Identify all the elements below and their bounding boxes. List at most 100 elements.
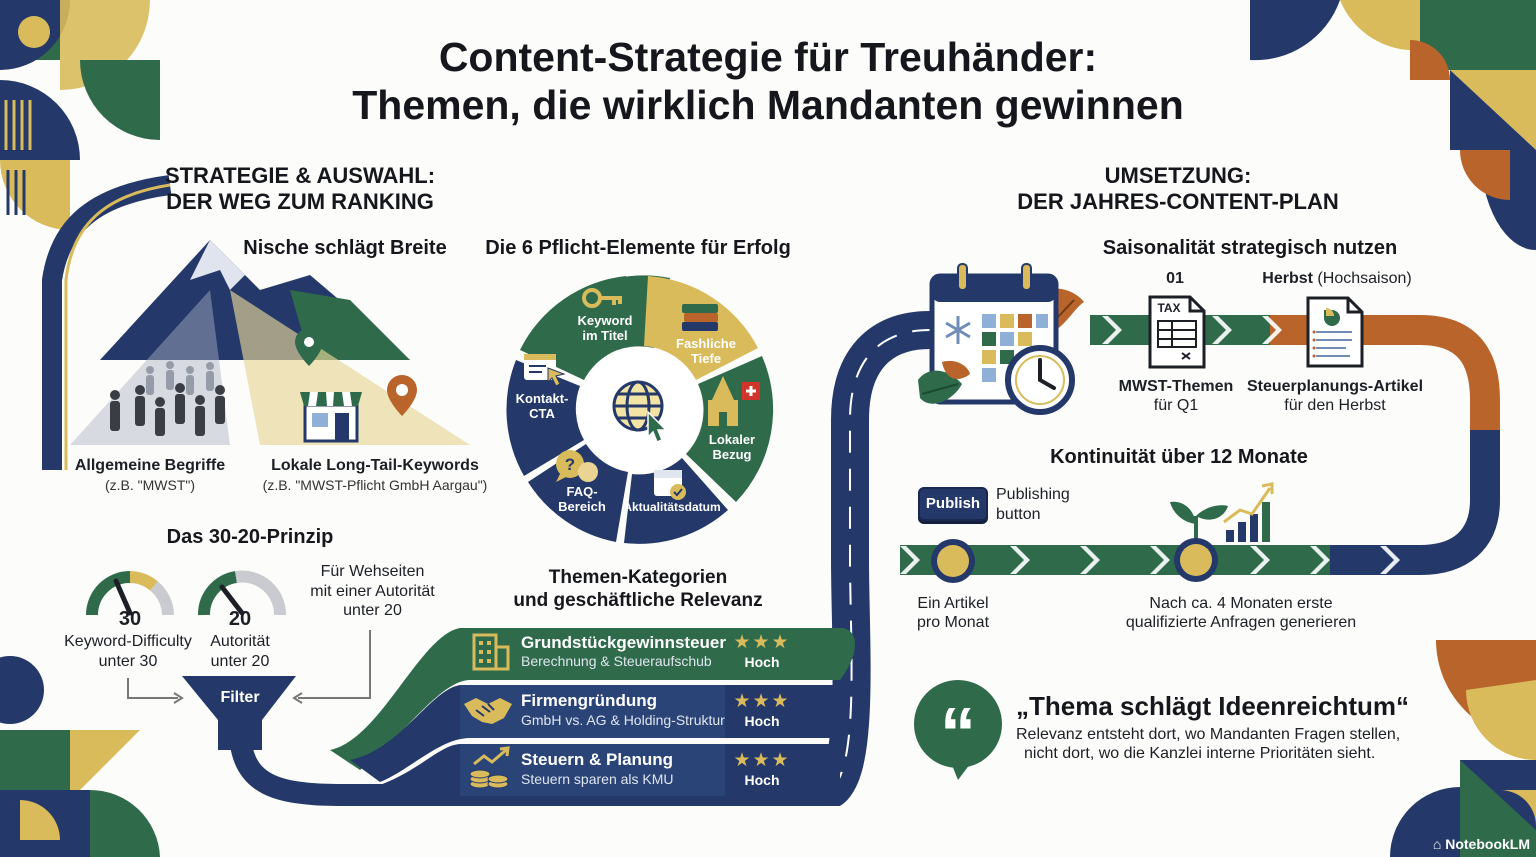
element1-line1: Keyword [577,313,633,328]
calendar-check-icon [654,470,686,500]
handshake-icon [464,698,512,724]
brand-name: NotebookLM [1445,836,1530,852]
category2-relevance: Hoch [744,713,780,729]
mountain-illustration [70,240,470,445]
key-icon [582,288,622,308]
publish-note-line1: Publishing [996,486,1070,503]
category1-relevance: Hoch [744,654,780,670]
autumn-label-line1: Steuerplanungs-Artikel [1246,378,1424,395]
quote-body-line1: Relevanz entsteht dort, wo Mandanten Fra… [1016,726,1401,743]
corner-decoration-top-right [1250,0,1536,250]
autumn-label-line2: für den Herbst [1284,397,1386,414]
corner-decoration-bottom-right [1390,640,1536,857]
niche-title: Nische schlägt Breite [243,237,447,259]
svg-text:“: “ [940,694,976,774]
elements-title: Die 6 Pflicht-Elemente für Erfolg [485,237,791,259]
milestone-marker-1 [931,539,975,583]
categories-title-line1: Themen-Kategorien [548,567,728,588]
gauge1-value: 30 [118,608,142,630]
question-bubble-icon: ? [556,450,598,482]
general-terms-example: (z.B. "MWST") [104,477,196,493]
calendar-clock-illustration [918,263,1084,415]
gauge-keyword-difficulty [86,571,174,616]
milestone1-line2: pro Monat [916,614,990,631]
filter-funnel [127,630,371,750]
milestone1-line1: Ein Artikel [917,595,989,612]
corner-decoration-bottom-left [0,656,160,857]
autumn-marker-bold: Herbst [1262,270,1313,287]
local-keywords-label: Lokale Long-Tail-Keywords [271,457,479,474]
element4-line1: Aktualitätsdatum [623,500,721,514]
category2-title: Firmengründung [521,691,657,710]
clock-icon [1005,345,1075,415]
categories-title-line2: und geschäftliche Relevanz [513,590,763,611]
category1-title: Grundstückgewinnsteuer [521,633,726,652]
gauge2-label-line2: unter 20 [210,653,270,670]
category3-rating: ★★★ [733,750,791,771]
element2-line1: Fashliche [676,336,736,351]
swiss-church-icon [708,376,760,426]
brand-watermark: ⌂ NotebookLM [1433,836,1530,852]
q1-label-line2: für Q1 [1153,397,1199,414]
principle-note-line1: Für Wehseiten [320,563,425,580]
shop-icon [300,392,362,443]
quote-bubble-icon: “ [914,680,1002,780]
milestone2-line2: qualifizierte Anfragen generieren [1125,614,1357,631]
snowflake-icon [945,316,971,344]
category3-title: Steuern & Planung [521,750,674,769]
q1-marker: 01 [1166,270,1184,287]
left-section-heading-line1: STRATEGIE & AUSWAHL: [164,163,436,188]
map-pin-orange-icon [387,375,417,416]
svg-text:?: ? [565,455,575,474]
quote-headline: „Thema schlägt Ideenreichtum“ [1016,691,1409,721]
tax-document-label: TAX [1157,301,1181,315]
autumn-marker-rest: (Hochsaison) [1312,270,1412,287]
element3-line1: Lokaler [708,432,756,447]
element5-line2: Bereich [558,499,606,514]
gauge2-value: 20 [228,608,252,630]
left-section-heading-line2: DER WEG ZUM RANKING [166,189,434,214]
page-title-line1: Content-Strategie für Treuhänder: [438,34,1098,80]
milestone2-line1: Nach ca. 4 Monaten erste [1149,595,1333,612]
map-pin-green-icon [295,328,323,366]
globe-cursor-icon [612,380,668,443]
principle-note-line3: unter 20 [343,602,402,619]
right-section-heading-line2: DER JAHRES-CONTENT-PLAN [1017,189,1339,214]
element5-line1: FAQ- [566,484,598,499]
gauge2-label-line1: Autorität [210,633,270,650]
element2-line2: Tiefe [690,351,722,366]
quote-body-line2: nicht dort, wo die Kanzlei interne Prior… [1024,745,1376,762]
tax-document-icon [1148,295,1206,369]
elements-wheel: ? [506,275,774,544]
category1-subtitle: Berechnung & Steueraufschub [521,653,712,669]
contact-form-icon [524,354,566,387]
element6-line2: CTA [529,406,555,421]
continuity-title: Kontinuität über 12 Monate [1050,446,1308,468]
seasonality-title: Saisonalität strategisch nutzen [1102,237,1398,259]
category3-subtitle: Steuern sparen als KMU [521,771,674,787]
principle-title: Das 30-20-Prinzip [166,526,334,548]
autumn-marker: Herbst (Hochsaison) [1252,270,1422,288]
gauge1-label-line2: unter 30 [98,653,158,670]
publish-note-line2: button [996,506,1041,523]
element6-line1: Kontakt- [515,391,569,406]
categories-ribbons [330,628,855,796]
category1-rating: ★★★ [733,632,791,653]
gauge-authority [197,570,287,616]
corner-decoration-top-left [0,0,160,230]
element3-line2: Bezug [712,447,752,462]
category2-subtitle: GmbH vs. AG & Holding-Struktur [521,712,725,728]
local-keywords-example: (z.B. "MWST-Pflicht GmbH Aargau") [262,477,488,493]
notebooklm-logo-icon: ⌂ [1432,836,1446,852]
category3-relevance: Hoch [744,772,780,788]
publish-button[interactable]: Publish [918,487,988,521]
general-terms-label: Allgemeine Begriffe [74,457,226,474]
principle-note-line2: mit einer Autorität [310,583,435,600]
q1-label-line1: MWST-Themen [1118,378,1234,395]
growth-sprout-icon [1170,482,1274,582]
element1-line2: im Titel [582,328,628,343]
page-title-line2: Themen, die wirklich Mandanten gewinnen [352,82,1184,128]
coins-growth-icon [469,746,510,789]
right-section-heading-line1: UMSETZUNG: [1104,163,1252,188]
